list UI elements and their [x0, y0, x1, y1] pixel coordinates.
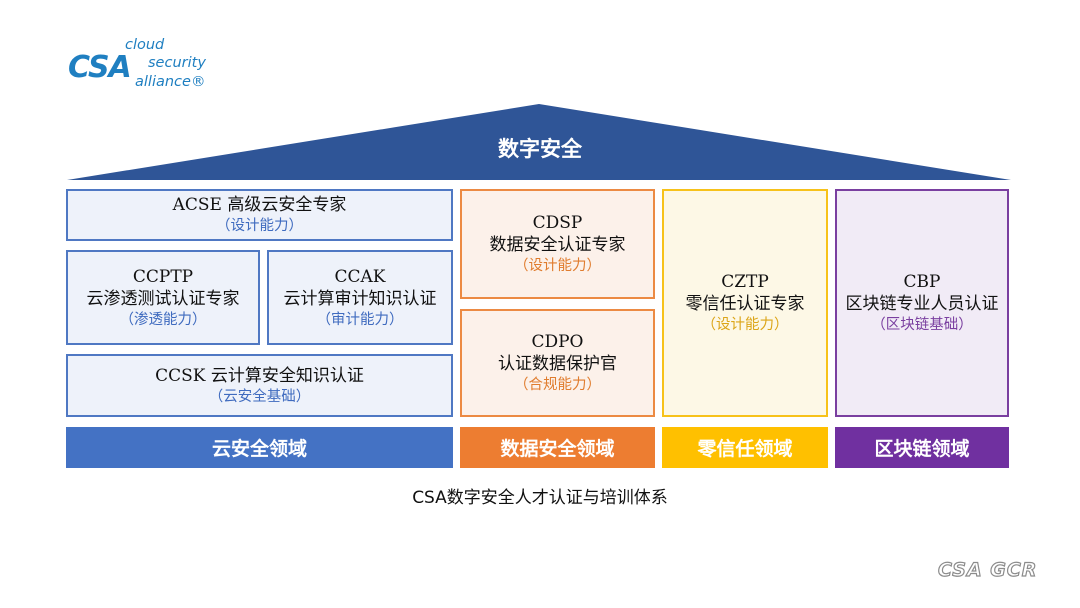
ccptp-box: CCPTP 云渗透测试认证专家 （渗透能力）: [66, 250, 260, 345]
acse-box: ACSE 高级云安全专家 （设计能力）: [66, 189, 453, 241]
ccsk-title: CCSK 云计算安全知识认证: [155, 365, 364, 386]
diagram-caption: CSA数字安全人才认证与培训体系: [412, 488, 668, 508]
cdpo-title: 认证数据保护官: [498, 354, 617, 374]
cztp-title: 零信任认证专家: [685, 294, 805, 314]
zero-trust-domain-label: 零信任领域: [662, 427, 828, 468]
logo-word-alliance: alliance®: [135, 74, 206, 90]
cdpo-box: CDPO 认证数据保护官 （合规能力）: [460, 309, 655, 417]
cdpo-sub: （合规能力）: [514, 377, 601, 393]
cztp-box: CZTP 零信任认证专家 （设计能力）: [662, 189, 828, 417]
ccak-title: 云计算审计知识认证: [283, 288, 437, 309]
ccsk-sub: （云安全基础）: [208, 388, 311, 405]
cdpo-code: CDPO: [531, 332, 584, 352]
roof-title: 数字安全: [498, 136, 582, 161]
ccak-sub: （审计能力）: [316, 311, 404, 328]
cbp-code: CBP: [903, 272, 941, 292]
cbp-title: 区块链专业人员认证: [845, 294, 999, 314]
ccptp-code: CCPTP: [132, 266, 194, 287]
logo-word-cloud: cloud: [125, 37, 165, 53]
ccsk-box: CCSK 云计算安全知识认证 （云安全基础）: [66, 354, 453, 417]
cbp-box: CBP 区块链专业人员认证 （区块链基础）: [835, 189, 1009, 417]
cztp-code: CZTP: [721, 272, 769, 292]
acse-title: ACSE 高级云安全专家: [172, 195, 347, 215]
ccptp-title: 云渗透测试认证专家: [86, 288, 240, 309]
cloud-domain-label: 云安全领域: [66, 427, 453, 468]
data-domain-label: 数据安全领域: [460, 427, 655, 468]
roof-triangle: [67, 104, 1011, 180]
cdsp-box: CDSP 数据安全认证专家 （设计能力）: [460, 189, 655, 299]
logo-word-security: security: [148, 55, 206, 71]
blockchain-domain-label: 区块链领域: [835, 427, 1009, 468]
cdsp-code: CDSP: [532, 213, 583, 233]
cbp-sub: （区块链基础）: [871, 317, 973, 333]
logo-mark: CSA: [68, 50, 132, 85]
ccak-code: CCAK: [334, 266, 386, 287]
cztp-sub: （设计能力）: [701, 317, 789, 333]
ccak-box: CCAK 云计算审计知识认证 （审计能力）: [267, 250, 453, 345]
acse-sub: （设计能力）: [216, 218, 303, 234]
csa-logo: CSA cloud security alliance®: [68, 36, 238, 96]
cdsp-title: 数据安全认证专家: [489, 235, 626, 255]
ccptp-sub: （渗透能力）: [119, 311, 207, 328]
cdsp-sub: （设计能力）: [514, 258, 601, 274]
csa-gcr-logo: CSA GCR: [937, 558, 1038, 581]
